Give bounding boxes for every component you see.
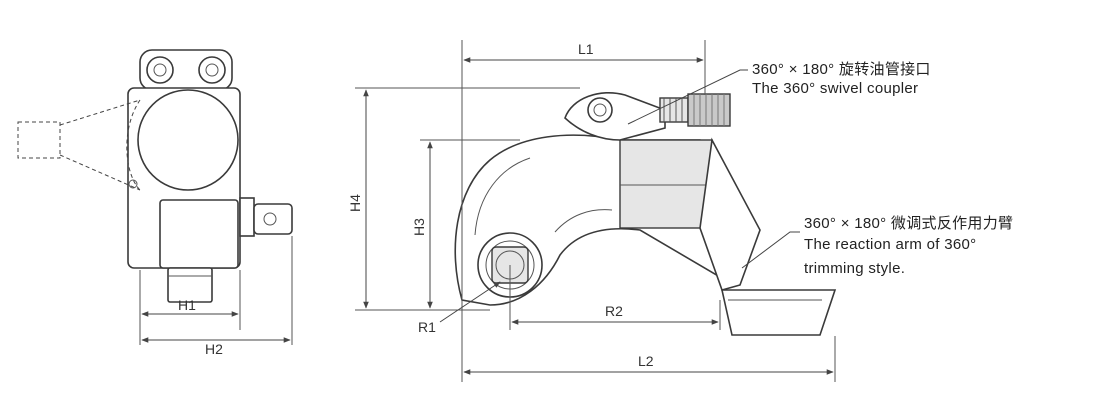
left-connector-dashed [17,121,61,159]
r1-leader [439,281,501,323]
head-inner-curve [474,157,531,236]
reaction-arm-leader [741,231,800,269]
cylinder-block [619,139,713,229]
small-pin [128,179,138,189]
h3-label: H3 [411,218,427,236]
h4-label: H4 [347,194,363,212]
coupler-note-cn: 360° × 180° 旋转油管接口 [752,61,931,78]
reaction-arm-foot [721,289,837,336]
lug-hole-right [198,56,226,84]
l2-label: L2 [638,353,654,369]
square-drive [239,197,255,237]
reaction-arm [699,137,761,291]
r1-label: R1 [418,319,436,335]
square-drive-tab [253,203,293,235]
h1-label: H1 [178,297,196,313]
square-drive-hole [263,212,277,226]
r2-label: R2 [605,303,623,319]
front-view: H1 H2 [17,49,293,357]
reaction-arm-note-cn: 360° × 180° 微调式反作用力臂 [804,215,1014,232]
coupler-hole [587,97,613,123]
cylinder-circle [137,89,239,191]
l1-label: L1 [578,41,594,57]
h2-label: H2 [205,341,223,357]
lug-hole-left-inner [153,63,167,77]
drive-block [159,199,239,269]
lug-hole-left [146,56,174,84]
reaction-arm-note-en-2: trimming style. [804,260,906,277]
lug-hole-right-inner [205,63,219,77]
hose-fitting-knurl [659,97,689,123]
cone-dashed [59,99,141,191]
reaction-arm-note-en-1: The reaction arm of 360° [804,236,977,253]
coupler-leader [627,69,748,125]
coupler-hole-inner [593,103,607,117]
head-lower-curve [554,209,613,233]
side-view: L1 L2 R2 H4 H3 R1 [347,40,837,382]
coupler-note-en: The 360° swivel coupler [752,80,919,97]
coupler-housing [564,91,666,141]
hose-fitting-nut [687,93,731,127]
